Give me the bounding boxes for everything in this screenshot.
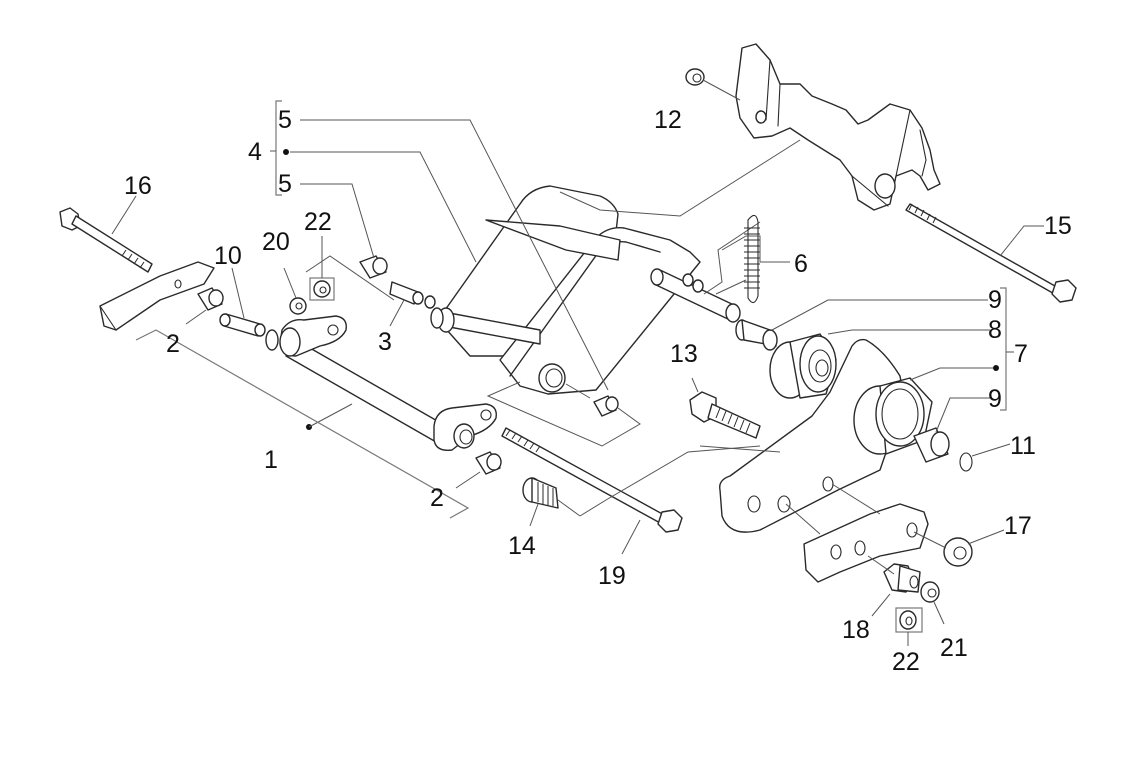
callout-19: 19 xyxy=(598,562,626,590)
callout-17: 17 xyxy=(1004,512,1032,540)
cap-nut-22-left xyxy=(309,236,335,301)
callout-21: 21 xyxy=(940,634,968,662)
nut-20 xyxy=(283,267,307,315)
cap-nut-22-right xyxy=(895,607,923,646)
frame-bracket xyxy=(735,43,941,211)
needle-bearing-2-right xyxy=(455,451,502,489)
callout-1: 1 xyxy=(264,446,278,474)
return-spring-6 xyxy=(715,214,790,304)
needle-bearing-lower-link xyxy=(486,381,641,447)
callout-12: 12 xyxy=(654,106,682,134)
hex-bolt-13 xyxy=(689,377,761,439)
needle-bearing-2-left xyxy=(185,287,224,325)
callout-labels: 1 2 2 3 4 5 5 6 7 8 9 9 10 11 12 13 14 1… xyxy=(124,106,1072,676)
callout-20: 20 xyxy=(262,228,290,256)
callout-6: 6 xyxy=(794,250,808,278)
spacer-nut-18 xyxy=(867,555,921,617)
callout-5-upper: 5 xyxy=(278,106,292,134)
circlip-11 xyxy=(959,443,1011,472)
swing-arm-1 xyxy=(135,315,497,519)
spacer-bushing-3 xyxy=(389,281,436,327)
callout-11: 11 xyxy=(1010,432,1036,460)
spacer-tube-10 xyxy=(219,267,266,337)
threaded-bushing-14 xyxy=(522,477,581,527)
callout-7: 7 xyxy=(1014,340,1028,368)
through-bolt-19 xyxy=(501,427,761,555)
callout-22-left: 22 xyxy=(304,208,332,236)
bracket-group-7 xyxy=(1000,287,1014,411)
needle-bearing-5-upper xyxy=(300,183,395,301)
bushing-9-upper xyxy=(735,299,988,351)
silent-block-8 xyxy=(769,329,990,399)
callout-8: 8 xyxy=(988,316,1002,344)
bushing-9-lower xyxy=(913,397,990,463)
callout-22-right: 22 xyxy=(892,648,920,676)
engine-bracket-plate xyxy=(699,338,905,533)
callout-13: 13 xyxy=(670,340,698,368)
nut-21 xyxy=(920,581,945,625)
small-mount-plate xyxy=(785,483,929,583)
callout-14: 14 xyxy=(508,532,536,560)
callout-3: 3 xyxy=(378,328,392,356)
callout-5-lower: 5 xyxy=(278,170,292,198)
callout-15: 15 xyxy=(1044,212,1072,240)
long-bolt-16 xyxy=(59,195,153,273)
bracket-group-4 xyxy=(270,100,609,391)
callout-2-left: 2 xyxy=(166,330,180,358)
callout-16: 16 xyxy=(124,172,152,200)
left-mount-plate xyxy=(99,261,215,331)
callout-9-upper: 9 xyxy=(988,286,1002,314)
silent-block-bushing xyxy=(853,365,999,455)
callout-18: 18 xyxy=(842,616,870,644)
self-locking-nut-12 xyxy=(685,68,741,101)
callout-10: 10 xyxy=(214,242,242,270)
callout-2-right: 2 xyxy=(430,484,444,512)
swing-arm-link xyxy=(430,139,801,395)
callout-4: 4 xyxy=(248,138,262,166)
callout-9-lower: 9 xyxy=(988,385,1002,413)
long-bolt-15 xyxy=(905,203,1077,303)
flange-nut-17 xyxy=(913,529,1005,567)
